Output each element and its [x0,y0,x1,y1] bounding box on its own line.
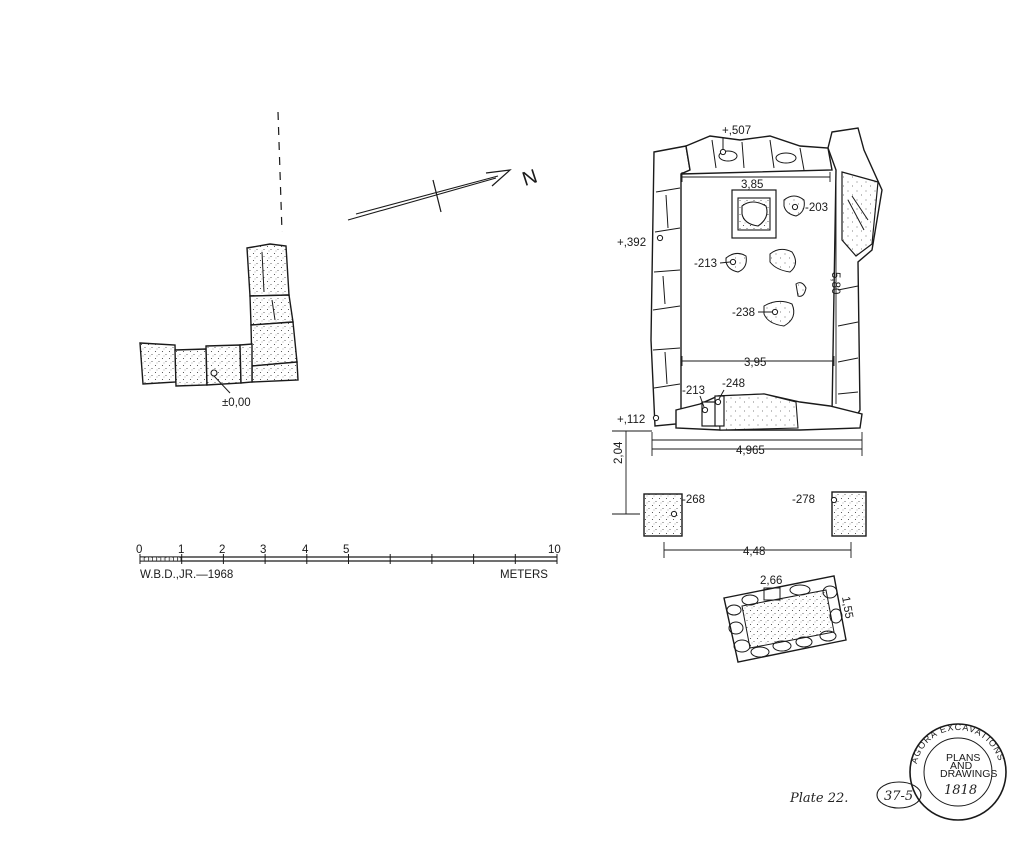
scale-bar: 0 1 2 3 4 5 10 W.B.D.,JR.—1968 METERS [136,544,561,581]
dimension-outer-width: 4,965 [612,430,863,457]
north-arrow-head [485,169,512,187]
wall-block [246,243,290,297]
level-label-top: +,507 [722,125,751,137]
door-block [714,395,725,427]
dimension-inner-bottom: 3,95 [681,356,835,369]
plate-number-label: Plate 22. [789,791,848,806]
svg-text:2,04: 2,04 [613,441,625,464]
scale-tick-4: 4 [302,544,309,556]
svg-text:37-5: 37-5 [884,789,913,804]
svg-text:4,965: 4,965 [736,445,765,457]
north-arrow-crossbar [432,179,442,213]
wall-block [139,342,177,385]
north-arrow-shaft [347,175,499,221]
threshold-slab [717,393,799,431]
datum-level-label: ±0,00 [222,397,251,409]
level-label-203: -203 [805,202,828,214]
cist-length-label: 2,66 [760,575,782,587]
stamp-line-3: DRAWINGS [940,768,997,780]
level-label-door-248: -248 [722,378,745,390]
level-label-pier-west: -268 [682,494,705,506]
building-plan: +,507 +,392 -203 -213 -238 -213 -248 +,1… [612,125,883,558]
level-label-west-lower: +,112 [617,414,645,426]
svg-text:4,48: 4,48 [743,546,765,558]
door-block [701,401,717,427]
pier-east [831,491,867,537]
interior-stone-213 [725,252,747,273]
wall-block [250,321,298,367]
level-label-pier-east: -278 [792,494,815,506]
grid-dashed-line [277,111,283,233]
level-point-marker [652,414,660,422]
level-point-marker [714,398,722,406]
level-point-marker [670,510,678,518]
cist-stones [726,584,843,658]
north-arrow: N [347,165,541,221]
east-wall-stones [837,195,869,395]
dimension-pier-span: 4,48 [663,542,852,558]
wall-block [249,294,294,326]
scale-unit-label: METERS [500,569,548,581]
svg-text:3,85: 3,85 [741,179,763,191]
dimension-inner-length: 5,80 [829,176,841,404]
l-shaped-wall-plan: ±0,00 [139,111,299,409]
level-label-west-upper: +,392 [617,237,646,249]
stamp-line-2: AND [950,760,973,772]
scale-tick-1: 1 [178,544,184,556]
svg-text:5,80: 5,80 [829,272,841,294]
level-point-marker [830,496,838,504]
wall-block [239,343,253,384]
scale-tick-0: 0 [136,544,142,556]
wall-block [205,344,242,386]
scale-tick-3: 3 [260,544,266,556]
svg-text:3,95: 3,95 [744,357,766,369]
scale-tick-5: 5 [343,544,349,556]
stamp-line-1: PLANS [946,752,980,764]
level-label-213: -213 [694,258,717,270]
dimension-pier-offset: 2,04 [612,431,640,515]
datum-point-marker [210,369,218,377]
cist-grave-plan: 2,66 1,55 [723,575,855,663]
interior-stone-loose [769,248,796,273]
cist-width-label: 1,55 [839,595,855,619]
level-label-door-213: -213 [682,385,705,397]
interior-stone-238 [763,300,795,327]
agora-excavations-stamp: AGORA EXCAVATIONS PLANS AND DRAWINGS 181… [909,722,1007,821]
level-point-marker [771,308,779,316]
interior-stone-small [795,282,807,297]
stamp-number: 1818 [944,783,977,798]
west-wall-stones [652,187,681,389]
level-point-marker [656,234,664,242]
wall-block [251,361,299,383]
west-wall [650,145,691,427]
level-point-marker [701,406,709,414]
north-wall [680,135,833,175]
level-label-238: -238 [732,307,755,319]
sheet-number-tag: 37-5 [876,781,922,809]
scale-tick-10: 10 [548,544,561,556]
level-point-marker [729,258,737,266]
east-wall-rock [841,171,879,257]
level-point-marker [719,148,727,156]
scale-tick-2: 2 [219,544,225,556]
dimension-inner-top: 3,85 [681,172,831,191]
north-arrow-label: N [520,165,541,190]
drafter-credit: W.B.D.,JR.—1968 [140,569,233,581]
level-point-marker [791,203,799,211]
north-wall-stones [711,139,805,171]
wall-block [174,348,208,387]
